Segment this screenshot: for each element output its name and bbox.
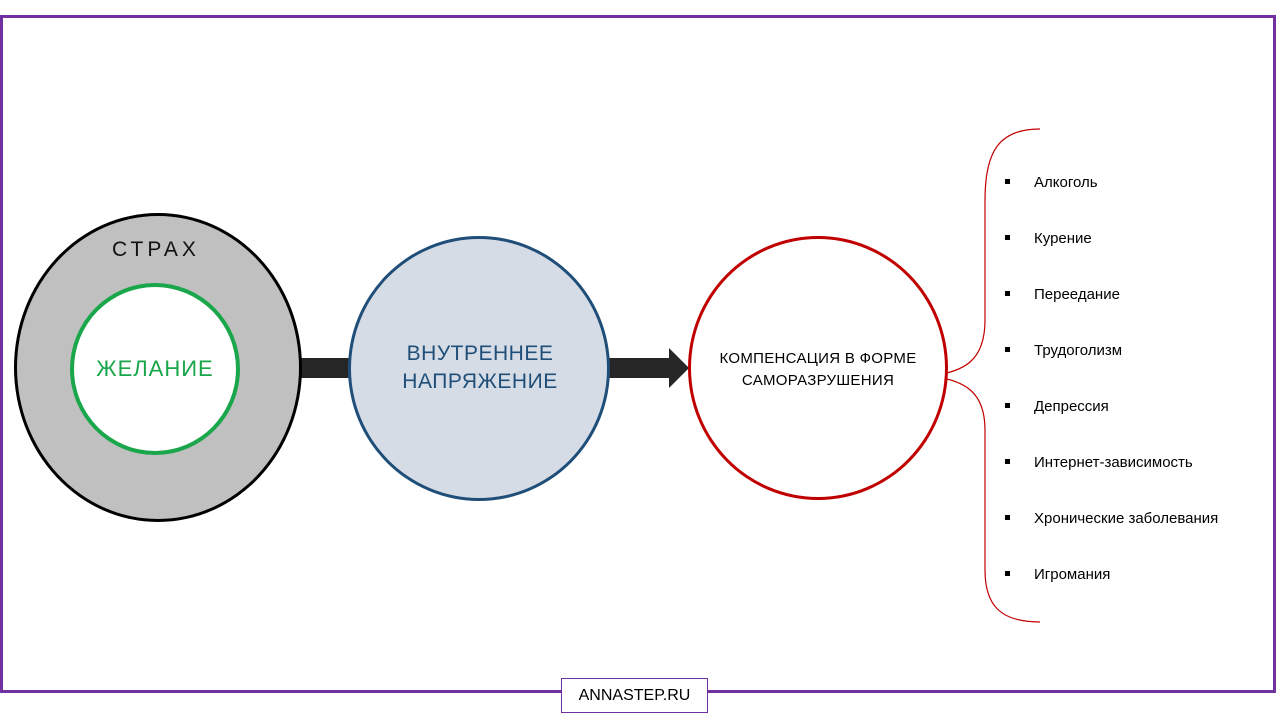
list-item-label: Игромания bbox=[1034, 566, 1111, 583]
bullet-icon bbox=[1005, 403, 1010, 408]
arrow-tension-to-compensation bbox=[609, 348, 689, 388]
list-item-label: Хронические заболевания bbox=[1034, 510, 1219, 527]
list-item: Интернет-зависимость bbox=[1005, 448, 1218, 504]
desire-label: ЖЕЛАНИЕ bbox=[96, 356, 214, 381]
bullet-icon bbox=[1005, 347, 1010, 352]
tension-label-line2: НАПРЯЖЕНИЕ bbox=[402, 370, 558, 393]
bullet-icon bbox=[1005, 459, 1010, 464]
list-item-label: Переедание bbox=[1034, 286, 1120, 303]
list-item-label: Депрессия bbox=[1034, 398, 1109, 415]
bullet-icon bbox=[1005, 179, 1010, 184]
compensation-label: КОМПЕНСАЦИЯ В ФОРМЕ САМОРАЗРУШЕНИЯ bbox=[698, 348, 938, 392]
list-item: Депрессия bbox=[1005, 392, 1218, 448]
tension-circle bbox=[348, 236, 610, 501]
compensation-circle bbox=[688, 236, 948, 500]
list-item-label: Курение bbox=[1034, 230, 1092, 247]
list-item: Курение bbox=[1005, 224, 1218, 280]
compensation-label-line1: КОМПЕНСАЦИЯ В ФОРМЕ bbox=[719, 350, 917, 367]
list-item: Алкоголь bbox=[1005, 168, 1218, 224]
desire-circle bbox=[70, 283, 240, 455]
list-item-label: Алкоголь bbox=[1034, 174, 1098, 191]
list-item-label: Трудоголизм bbox=[1034, 342, 1123, 359]
self-destruction-list: Алкоголь Курение Переедание Трудоголизм … bbox=[1005, 168, 1218, 616]
footer-site-label[interactable]: ANNASTEP.RU bbox=[561, 678, 708, 713]
list-item: Хронические заболевания bbox=[1005, 504, 1218, 560]
bullet-icon bbox=[1005, 571, 1010, 576]
arrow-fear-to-tension bbox=[300, 358, 350, 378]
list-item: Трудоголизм bbox=[1005, 336, 1218, 392]
bullet-icon bbox=[1005, 515, 1010, 520]
bullet-icon bbox=[1005, 235, 1010, 240]
list-item: Переедание bbox=[1005, 280, 1218, 336]
tension-label: ВНУТРЕННЕЕ НАПРЯЖЕНИЕ bbox=[360, 340, 600, 396]
compensation-label-line2: САМОРАЗРУШЕНИЯ bbox=[741, 372, 895, 389]
list-item-label: Интернет-зависимость bbox=[1034, 454, 1193, 471]
tension-label-line1: ВНУТРЕННЕЕ bbox=[406, 342, 554, 365]
fear-label: СТРАХ bbox=[112, 238, 200, 261]
list-item: Игромания bbox=[1005, 560, 1218, 616]
bullet-icon bbox=[1005, 291, 1010, 296]
